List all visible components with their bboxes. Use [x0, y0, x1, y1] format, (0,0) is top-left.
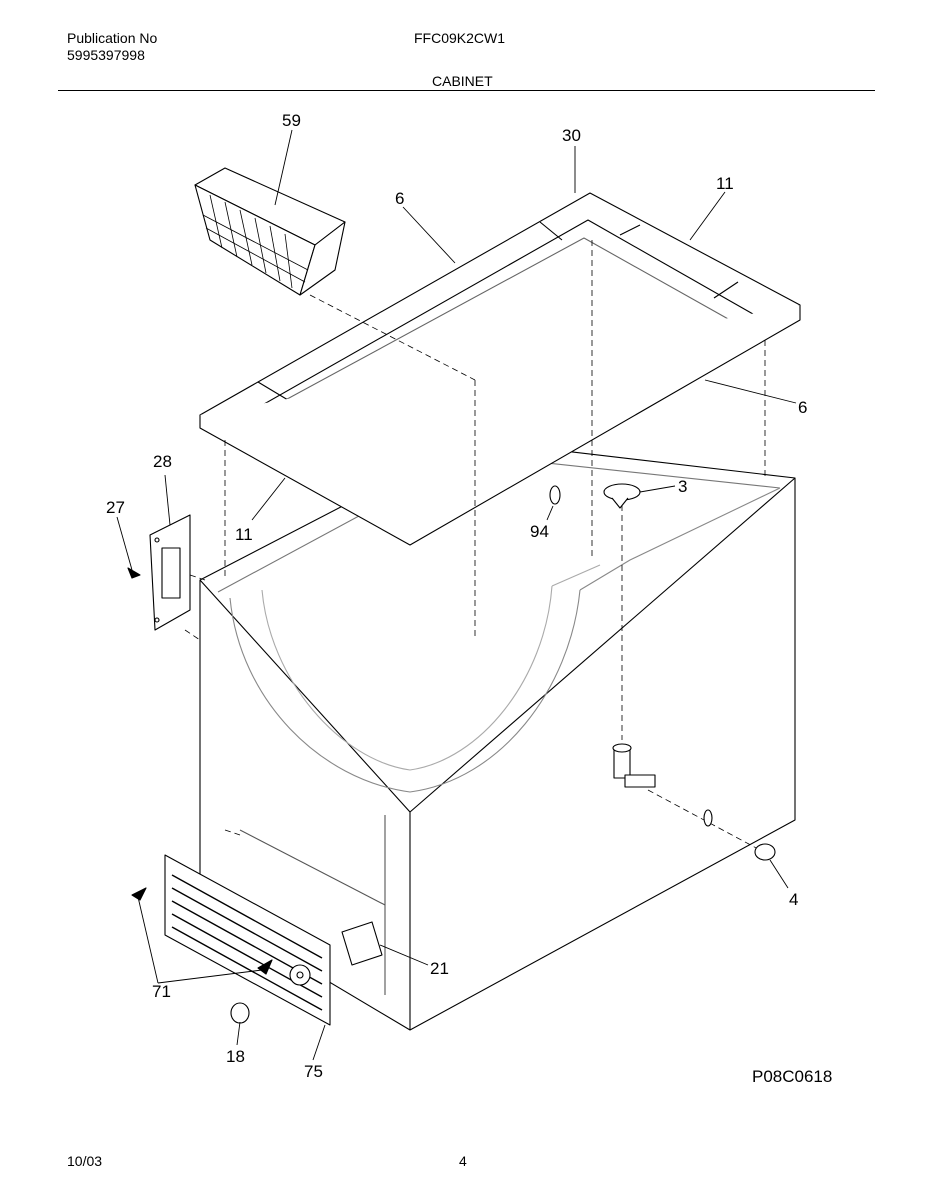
callout-75: 75 [304, 1062, 323, 1081]
callout-3: 3 [678, 477, 688, 496]
leader-lines [116, 129, 797, 1061]
footer-date: 10/03 [67, 1153, 103, 1169]
callout-27: 27 [106, 498, 125, 517]
callout-30: 30 [562, 126, 581, 145]
cabinet-body [199, 439, 796, 1031]
hinge-bracket [127, 514, 191, 631]
callout-94: 94 [530, 522, 549, 541]
publication-number: 5995397998 [67, 47, 145, 63]
grille-parts [131, 815, 386, 1026]
publication-label: Publication No [67, 30, 158, 46]
callout-28: 28 [153, 452, 172, 471]
assembly-lines [184, 240, 766, 851]
header-rule [58, 90, 875, 91]
callout-59: 59 [282, 111, 301, 130]
wire-basket [194, 167, 346, 296]
callout-11-right: 11 [716, 174, 734, 193]
breaker-strip-frame [199, 192, 801, 546]
callout-4: 4 [789, 890, 799, 909]
section-title: CABINET [432, 73, 493, 89]
model-number: FFC09K2CW1 [414, 30, 506, 46]
callout-21: 21 [430, 959, 449, 978]
callout-6-right: 6 [798, 398, 808, 417]
callout-71: 71 [152, 982, 171, 1001]
drain-parts [549, 483, 776, 861]
page-number: 4 [459, 1153, 467, 1169]
callout-11-left: 11 [235, 525, 253, 544]
callout-6-top: 6 [395, 189, 405, 208]
callout-18: 18 [226, 1047, 245, 1066]
drawing-code: P08C0618 [752, 1067, 833, 1086]
